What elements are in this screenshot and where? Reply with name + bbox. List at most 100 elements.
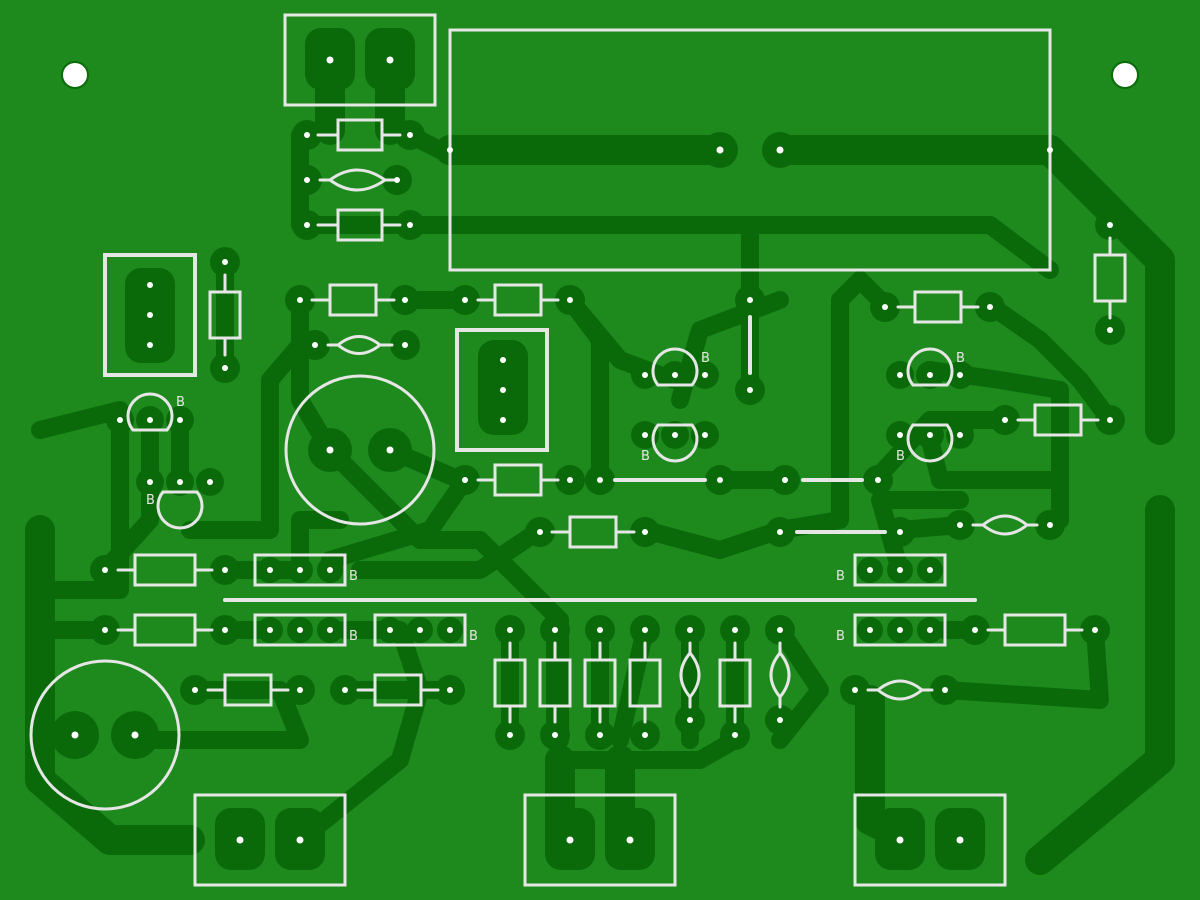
- drill-hole: [462, 297, 468, 303]
- drill-hole: [852, 687, 858, 693]
- drill-hole: [222, 365, 228, 371]
- transistors: [126, 347, 954, 530]
- silkscreen-layer: [29, 13, 1139, 887]
- drill-hole: [642, 529, 648, 535]
- drill-hole: [897, 529, 903, 535]
- drill-hole: [327, 567, 333, 573]
- drill-hole: [102, 567, 108, 573]
- drill-hole: [642, 732, 648, 738]
- drill-hole: [267, 567, 273, 573]
- drill-hole: [267, 627, 273, 633]
- drill-hole: [867, 627, 873, 633]
- drill-hole: [927, 432, 933, 438]
- drill-hole: [566, 836, 574, 844]
- drill-hole: [875, 477, 881, 483]
- drill-hole: [642, 432, 648, 438]
- copper-layer: [25, 28, 1175, 875]
- drill-hole: [897, 627, 903, 633]
- drill-hole: [147, 342, 153, 348]
- drill-hole: [386, 446, 394, 454]
- drill-hole: [1047, 147, 1053, 153]
- mounting-hole-right: [1111, 61, 1139, 89]
- drill-hole: [702, 432, 708, 438]
- drill-hole: [447, 627, 453, 633]
- drill-hole: [597, 477, 603, 483]
- drill-hole: [462, 477, 468, 483]
- drill-hole: [747, 297, 753, 303]
- drill-hole: [402, 342, 408, 348]
- drill-hole: [386, 56, 394, 64]
- drill-hole: [342, 687, 348, 693]
- drill-hole: [716, 146, 724, 154]
- drill-hole: [882, 304, 888, 310]
- drill-hole: [1107, 417, 1113, 423]
- drill-hole: [927, 372, 933, 378]
- drill-hole: [897, 567, 903, 573]
- drill-hole: [402, 297, 408, 303]
- drill-hole: [297, 687, 303, 693]
- drill-hole: [717, 477, 723, 483]
- drill-hole: [387, 627, 393, 633]
- base-label: B: [701, 351, 710, 366]
- drill-hole: [147, 479, 153, 485]
- drill-hole: [222, 567, 228, 573]
- drill-hole: [957, 372, 963, 378]
- drill-hole: [71, 731, 79, 739]
- drill-hole: [304, 132, 310, 138]
- ceramic-capacitors: [318, 168, 1039, 709]
- drill-hole: [1092, 627, 1098, 633]
- drill-hole: [304, 177, 310, 183]
- drill-hole: [1002, 417, 1008, 423]
- drill-holes: [71, 56, 1113, 844]
- drill-hole: [897, 432, 903, 438]
- drill-hole: [927, 627, 933, 633]
- drill-hole: [312, 342, 318, 348]
- drill-hole: [177, 417, 183, 423]
- capacitor-large-center: [284, 374, 436, 526]
- drill-hole: [117, 417, 123, 423]
- drill-hole: [567, 297, 573, 303]
- drill-hole: [102, 627, 108, 633]
- drill-hole: [327, 627, 333, 633]
- base-label: B: [146, 493, 155, 508]
- drill-hole: [500, 357, 506, 363]
- drill-hole: [147, 312, 153, 318]
- drill-hole: [732, 627, 738, 633]
- drill-hole: [702, 372, 708, 378]
- drill-hole: [394, 177, 400, 183]
- base-label: B: [349, 569, 358, 584]
- resistors-vertical: [208, 236, 1127, 724]
- drill-hole: [1047, 522, 1053, 528]
- trimmer-center: [455, 328, 549, 452]
- drill-hole: [222, 627, 228, 633]
- drill-hole: [972, 627, 978, 633]
- drill-hole: [552, 627, 558, 633]
- drill-hole: [447, 147, 453, 153]
- drill-hole: [672, 432, 678, 438]
- drill-hole: [777, 529, 783, 535]
- drill-hole: [777, 627, 783, 633]
- base-label: B: [836, 629, 845, 644]
- drill-hole: [597, 627, 603, 633]
- drill-hole: [732, 732, 738, 738]
- base-label: B: [896, 449, 905, 464]
- drill-hole: [776, 146, 784, 154]
- drill-hole: [597, 732, 603, 738]
- drill-hole: [500, 417, 506, 423]
- drill-hole: [326, 56, 334, 64]
- drill-hole: [782, 477, 788, 483]
- drill-hole: [192, 687, 198, 693]
- drill-hole: [626, 836, 634, 844]
- base-label: B: [176, 395, 185, 410]
- drill-hole: [747, 387, 753, 393]
- drill-hole: [407, 132, 413, 138]
- drill-hole: [642, 627, 648, 633]
- base-label: B: [836, 569, 845, 584]
- drill-hole: [1107, 327, 1113, 333]
- drill-hole: [642, 372, 648, 378]
- drill-hole: [896, 836, 904, 844]
- drill-hole: [304, 222, 310, 228]
- base-labels: B B B B B B B B B B B: [146, 351, 965, 644]
- sip-packages: [253, 553, 947, 647]
- drill-hole: [131, 731, 139, 739]
